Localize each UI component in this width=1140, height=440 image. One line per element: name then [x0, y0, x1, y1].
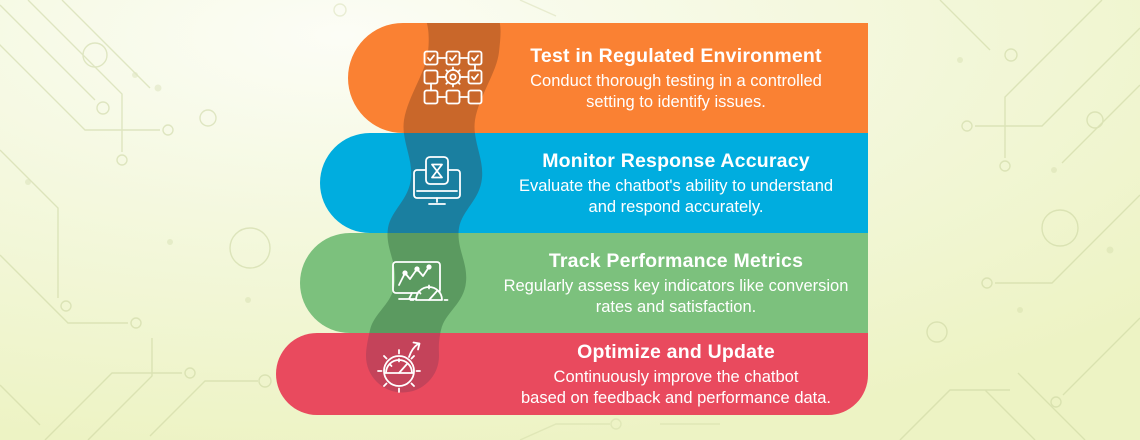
gear-speedometer-arrow-icon: [377, 341, 421, 393]
flowchart-checklist-gear-icon: [423, 50, 483, 105]
monitor-hourglass-card-icon: [413, 156, 461, 205]
step-4-band: [276, 333, 868, 415]
analytics-monitor-gauge-icon: [392, 261, 449, 301]
